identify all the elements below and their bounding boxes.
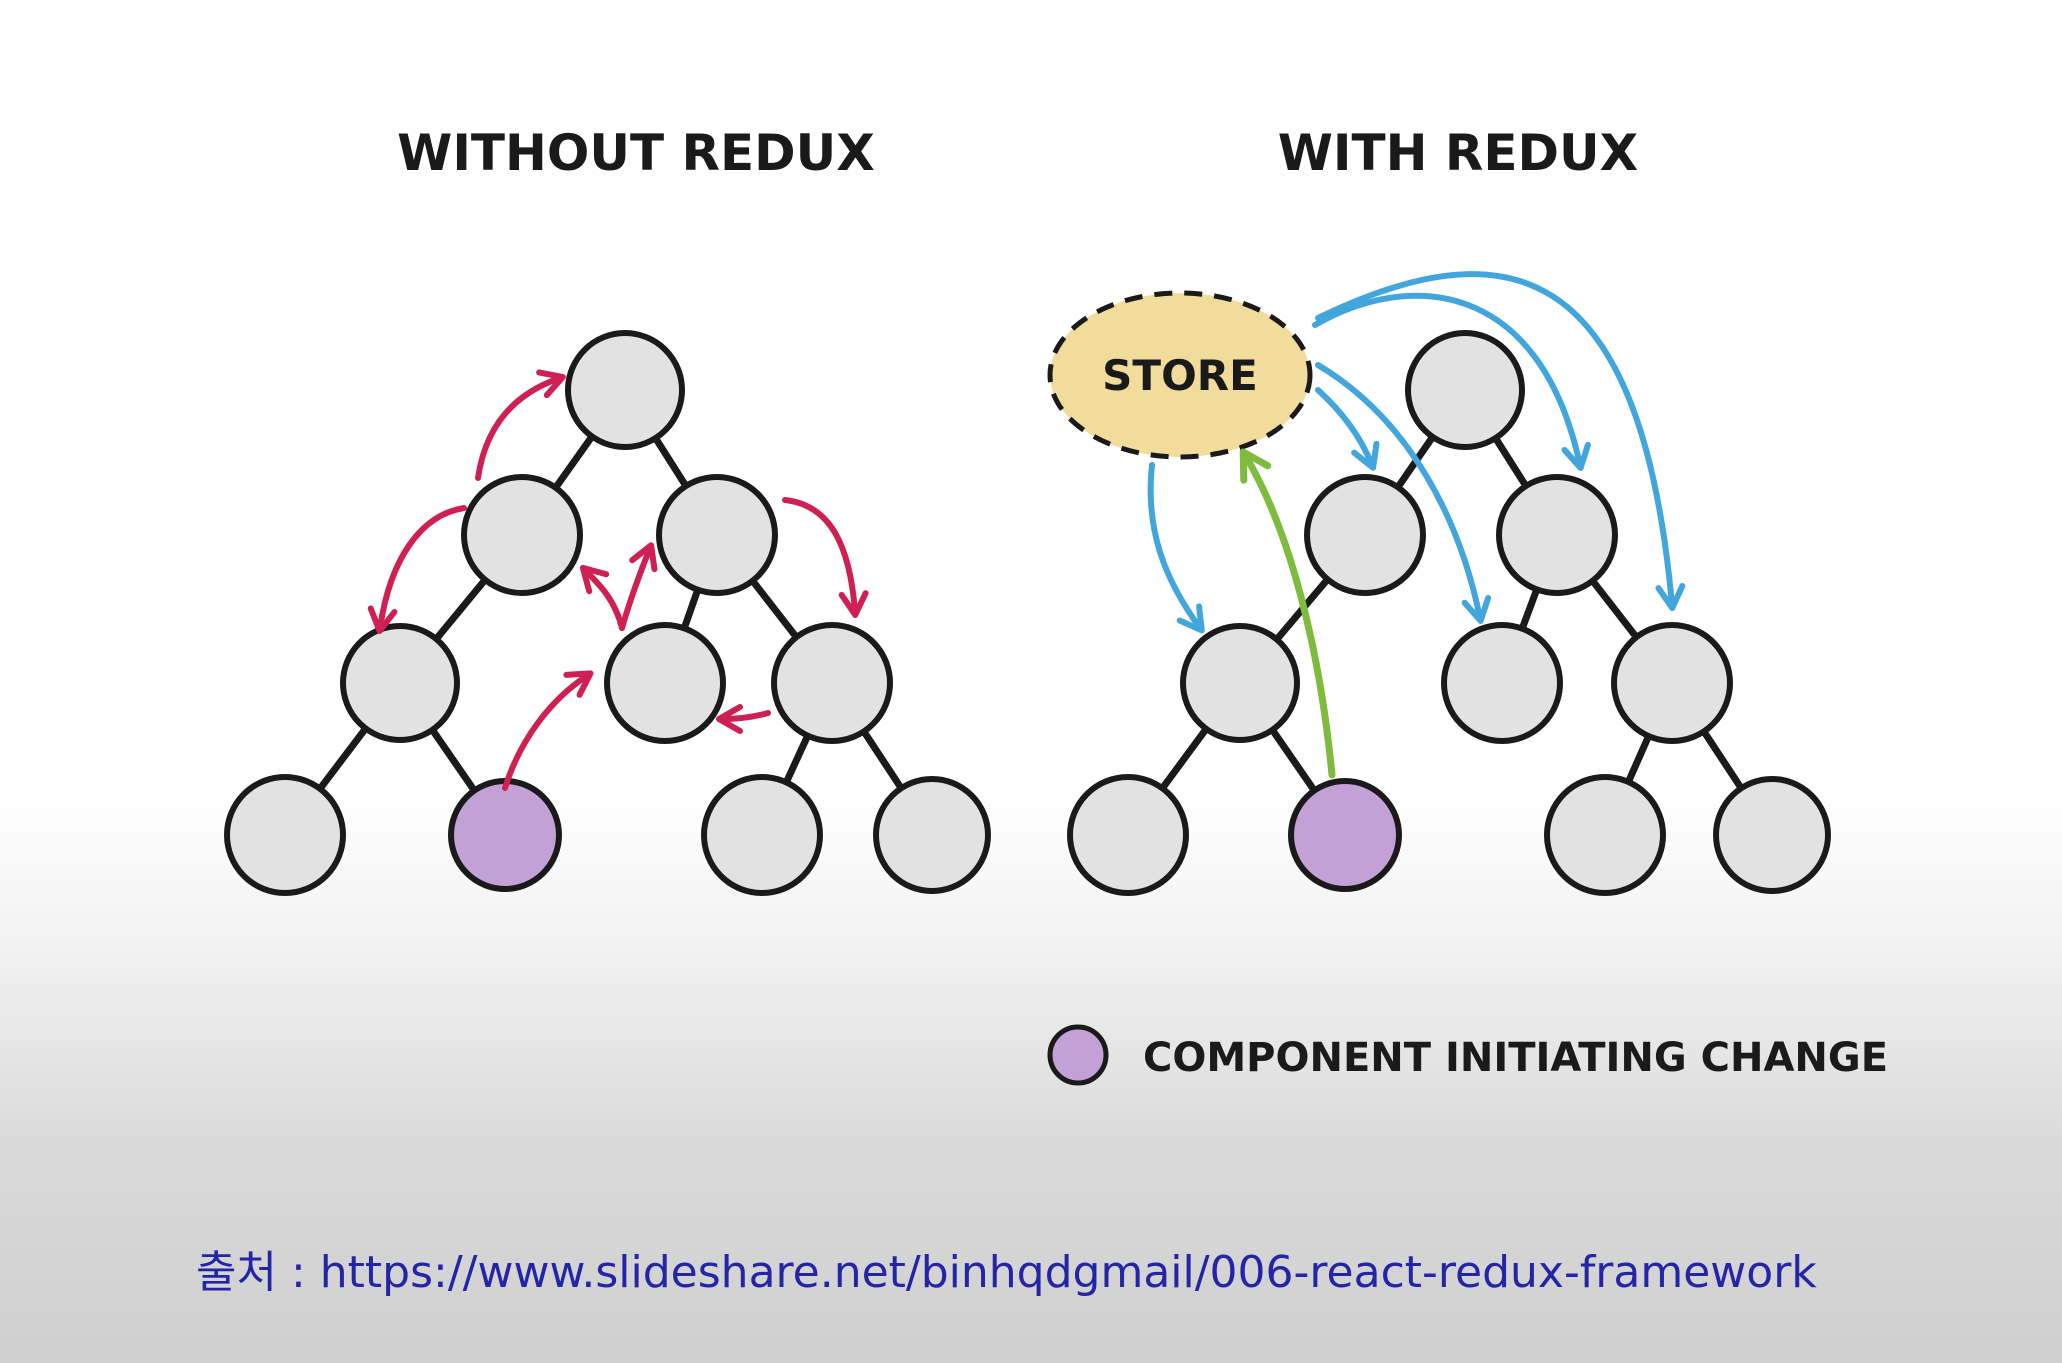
tree-with-redux bbox=[1124, 386, 1776, 839]
tree-node bbox=[1713, 776, 1831, 894]
blue-arrow bbox=[1315, 387, 1380, 471]
red-arrow bbox=[475, 369, 566, 481]
red-arrow bbox=[367, 505, 467, 634]
tree-node bbox=[224, 774, 346, 896]
red-arrow bbox=[716, 703, 771, 734]
tree-node-root bbox=[1405, 330, 1525, 450]
tree-node bbox=[1496, 474, 1618, 596]
tree-node bbox=[1441, 622, 1563, 744]
legend-label: COMPONENT INITIATING CHANGE bbox=[1143, 1035, 1888, 1081]
tree-node bbox=[1304, 474, 1426, 596]
tree-node bbox=[701, 774, 823, 896]
tree-node bbox=[771, 622, 893, 744]
red-arrow bbox=[579, 564, 625, 631]
title-without-redux: WITHOUT REDUX bbox=[397, 124, 875, 182]
source-citation: 출처 : https://www.slideshare.net/binhqdgm… bbox=[196, 1247, 1817, 1298]
store-label: STORE bbox=[1102, 351, 1258, 400]
store-ellipse bbox=[1047, 290, 1313, 460]
tree-node bbox=[1067, 774, 1189, 896]
tree-node bbox=[656, 474, 778, 596]
red-arrows bbox=[367, 369, 869, 791]
tree-node bbox=[1544, 774, 1666, 896]
title-with-redux: WITH REDUX bbox=[1278, 124, 1638, 182]
red-arrow bbox=[502, 670, 594, 791]
blue-arrow bbox=[1312, 292, 1591, 471]
blue-arrow bbox=[1147, 462, 1205, 634]
tree-node-initiator bbox=[448, 778, 562, 892]
tree-node-initiator bbox=[1288, 778, 1402, 892]
tree-node bbox=[1180, 623, 1300, 743]
store: STORE bbox=[1047, 290, 1313, 460]
tree-node-root bbox=[565, 330, 685, 450]
tree-node bbox=[873, 776, 991, 894]
tree-node bbox=[1611, 622, 1733, 744]
green-arrow bbox=[1239, 448, 1336, 779]
tree-node bbox=[604, 622, 726, 744]
blue-arrows bbox=[1147, 271, 1686, 634]
tree-node bbox=[340, 623, 460, 743]
red-arrow bbox=[782, 497, 869, 618]
tree-node bbox=[461, 474, 583, 596]
legend: COMPONENT INITIATING CHANGE bbox=[1047, 1024, 1888, 1086]
legend-swatch bbox=[1047, 1024, 1109, 1086]
nodes-with-redux bbox=[1067, 330, 1831, 896]
blue-arrow bbox=[1315, 362, 1492, 624]
red-arrow bbox=[619, 542, 658, 631]
nodes-without-redux bbox=[224, 330, 991, 896]
blue-arrow bbox=[1315, 271, 1686, 611]
